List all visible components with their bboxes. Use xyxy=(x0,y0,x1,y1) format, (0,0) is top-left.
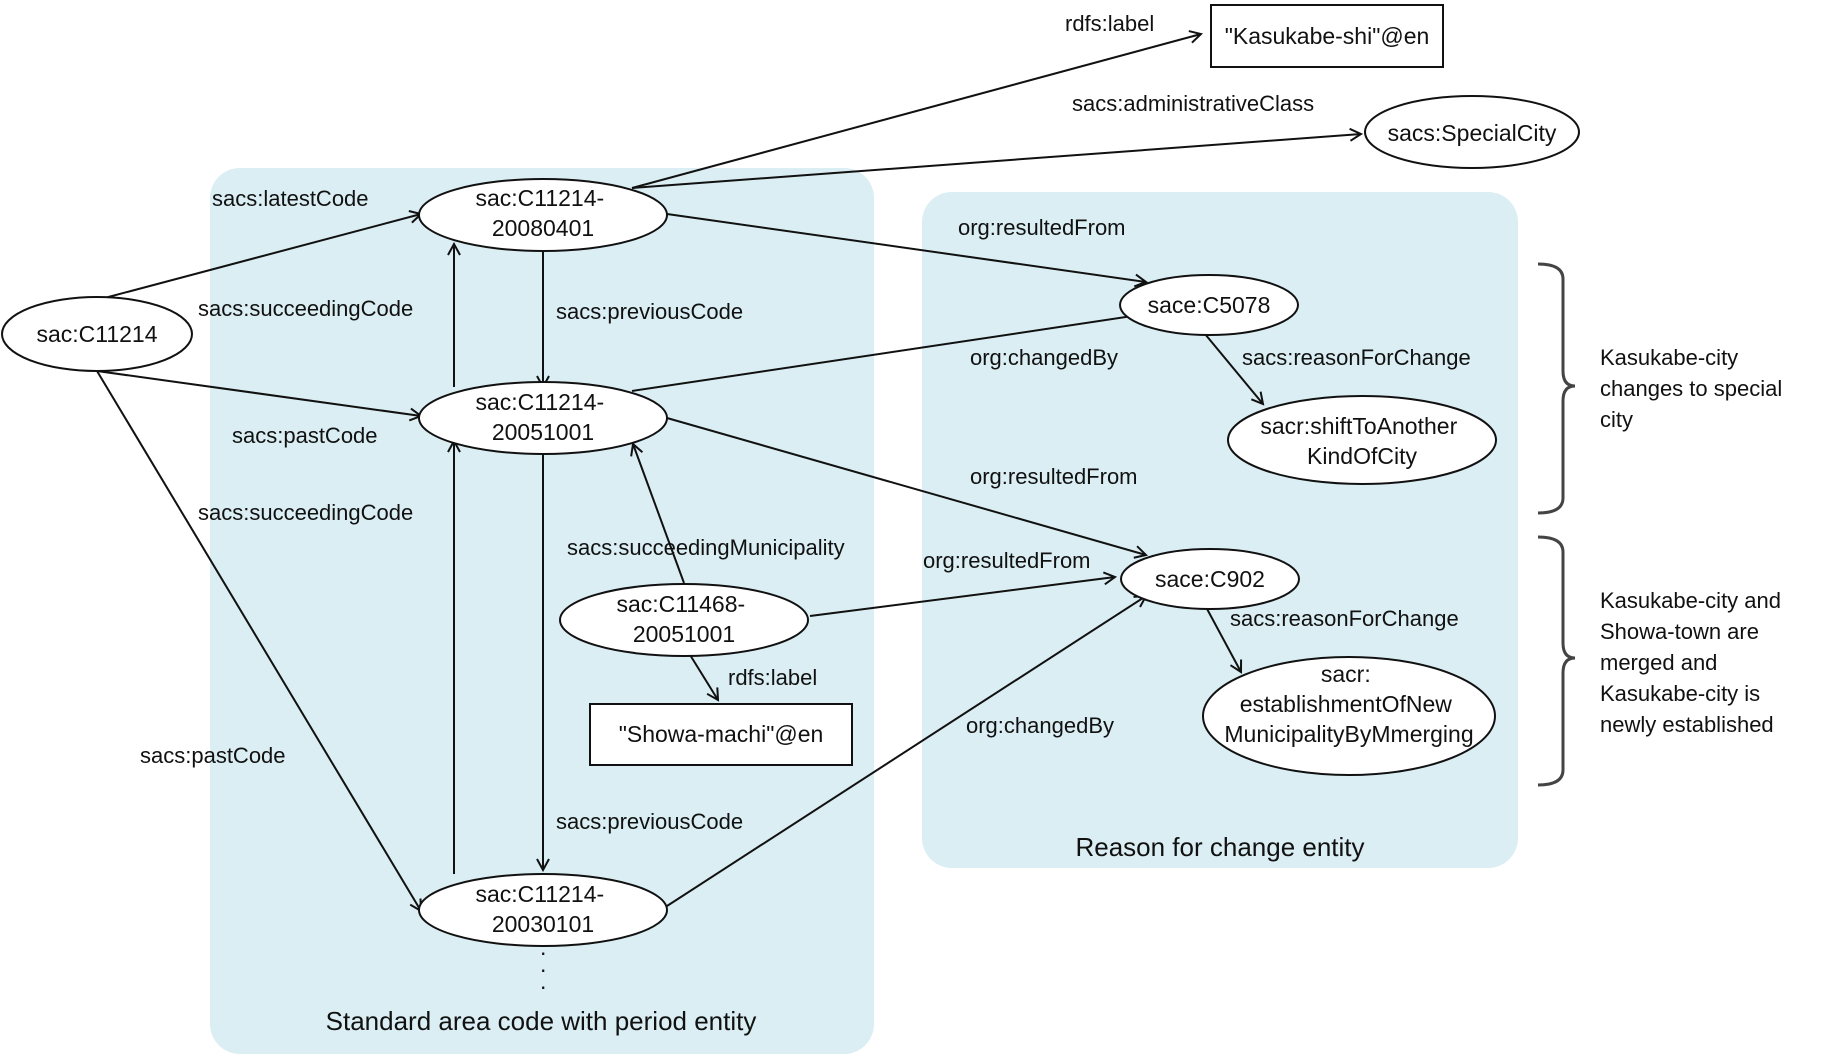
edge-label-succeeding-code-2: sacs:succeedingCode xyxy=(198,500,413,525)
edge-rdfs-label-kasukabe xyxy=(631,34,1201,189)
node-sace-c5078 xyxy=(1119,274,1299,336)
edge-label-changed-by-1: org:changedBy xyxy=(970,345,1118,370)
node-sacr-establish-label: sacr: establishmentOfNew MunicipalityByM… xyxy=(1224,661,1473,747)
edge-label-changed-by-2: org:changedBy xyxy=(966,713,1114,738)
edge-label-previous-code-2: sacs:previousCode xyxy=(556,809,743,834)
continuation-dot: . xyxy=(540,934,546,960)
note-special-city: Kasukabe-city changes to special city xyxy=(1600,345,1788,432)
node-label-showa-text: "Showa-machi"@en xyxy=(619,721,824,747)
edge-past-code-to-20051001 xyxy=(96,370,421,416)
edge-label-succeeding-code-1: sacs:succeedingCode xyxy=(198,296,413,321)
edge-label-past-code-1: sacs:pastCode xyxy=(232,423,378,448)
edge-resulted-from-2 xyxy=(666,417,1146,555)
node-sace-c902-label: sace:C902 xyxy=(1155,566,1265,592)
edge-changed-by-1 xyxy=(631,314,1146,392)
edge-reason-for-change-2 xyxy=(1205,606,1241,672)
edge-label-past-code-2: sacs:pastCode xyxy=(140,743,286,768)
node-label-kasukabe-text: "Kasukabe-shi"@en xyxy=(1225,23,1430,49)
node-c11214-20030101 xyxy=(418,873,668,947)
brace-special-city xyxy=(1537,262,1576,515)
note-merge: Kasukabe-city and Showa-town are merged … xyxy=(1600,588,1787,737)
node-label-kasukabe xyxy=(1210,4,1444,68)
node-sacr-shift-label: sacr:shiftToAnother KindOfCity xyxy=(1260,413,1463,469)
edge-rdfs-label-showa xyxy=(686,649,718,700)
node-c11214-20030101-label: sac:C11214- 20030101 xyxy=(475,881,610,937)
edge-label-resulted-from-1: org:resultedFrom xyxy=(958,215,1126,240)
node-c11214-20080401 xyxy=(418,178,668,252)
edge-administrative-class xyxy=(631,134,1361,189)
node-special-city-label: sacs:SpecialCity xyxy=(1388,120,1557,146)
edge-label-latest-code: sacs:latestCode xyxy=(212,186,369,211)
node-sace-c902 xyxy=(1120,548,1300,610)
node-c11468-20051001 xyxy=(559,583,809,657)
edge-resulted-from-1 xyxy=(666,213,1146,282)
edge-label-succeeding-municipality: sacs:succeedingMunicipality xyxy=(567,535,845,560)
node-sac-c11214 xyxy=(1,296,193,372)
edge-label-rdfs-label-kasukabe: rdfs:label xyxy=(1065,11,1154,36)
node-special-city xyxy=(1364,95,1580,169)
brace-merge xyxy=(1537,535,1576,787)
node-c11214-20051001-label: sac:C11214- 20051001 xyxy=(475,389,610,445)
edge-reason-for-change-1 xyxy=(1204,333,1263,404)
node-sace-c5078-label: sace:C5078 xyxy=(1148,292,1271,318)
node-c11214-20080401-label: sac:C11214- 20080401 xyxy=(475,185,610,241)
edge-label-reason-for-change-2: sacs:reasonForChange xyxy=(1230,606,1459,631)
edge-label-resulted-from-3: org:resultedFrom xyxy=(923,548,1091,573)
edge-label-resulted-from-2: org:resultedFrom xyxy=(970,464,1138,489)
node-c11214-20051001 xyxy=(418,381,668,455)
node-label-showa xyxy=(589,703,853,766)
continuation-dot: . xyxy=(540,968,546,994)
node-c11468-20051001-label: sac:C11468- 20051001 xyxy=(616,591,751,647)
edge-label-administrative-class: sacs:administrativeClass xyxy=(1072,91,1314,116)
edge-succeeding-municipality xyxy=(633,444,685,584)
node-sacr-shift xyxy=(1227,395,1497,485)
edge-changed-by-2 xyxy=(666,596,1146,907)
node-sacr-establish xyxy=(1202,656,1496,776)
edge-label-reason-for-change-1: sacs:reasonForChange xyxy=(1242,345,1471,370)
edge-resulted-from-3 xyxy=(809,577,1115,617)
edge-past-code-to-20030101 xyxy=(96,370,421,911)
standard-panel-title: Standard area code with period entity xyxy=(326,1006,757,1036)
reason-panel-title: Reason for change entity xyxy=(1075,832,1364,862)
continuation-dot: . xyxy=(540,951,546,977)
edge-label-rdfs-label-showa: rdfs:label xyxy=(728,665,817,690)
edge-latest-code xyxy=(96,214,421,301)
edge-label-previous-code-1: sacs:previousCode xyxy=(556,299,743,324)
node-sac-c11214-label: sac:C11214 xyxy=(36,321,157,347)
